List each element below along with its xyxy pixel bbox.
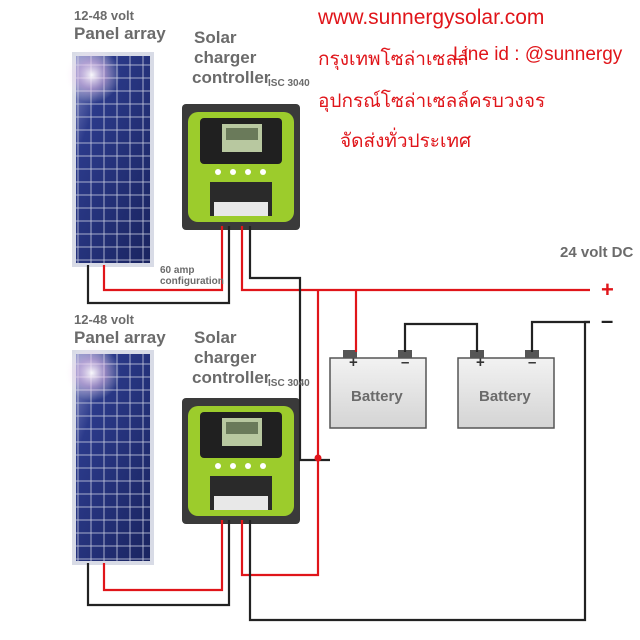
bus-wires <box>240 226 590 622</box>
battery-1 <box>329 350 427 429</box>
battery-2-negative: – <box>528 354 537 371</box>
output-positive-sign: + <box>601 277 614 302</box>
line-id: Line id : @sunnergy <box>453 44 623 65</box>
output-negative-sign: – <box>601 308 614 333</box>
battery-2 <box>457 350 555 429</box>
charge-controller-2 <box>182 398 300 524</box>
thai-tagline-delivery: จัดส่งทั่วประเทศ <box>340 131 472 152</box>
amp-note-line1: 60 amp <box>160 265 195 276</box>
controller-2-title-line1: Solar <box>194 328 237 347</box>
solar-panel-1 <box>64 47 154 267</box>
battery-1-positive: + <box>349 354 358 371</box>
controller-1-title-line2: charger <box>194 48 257 67</box>
battery-1-negative: – <box>401 354 410 371</box>
panel1-wires <box>86 226 231 305</box>
charge-controller-1 <box>182 104 300 230</box>
panel-1-title: Panel array <box>74 24 166 43</box>
controller-1-title-line1: Solar <box>194 28 237 47</box>
thai-tagline-equipment: อุปกรณ์โซล่าเซลล์ครบวงจร <box>318 91 546 112</box>
website-url: www.sunnergysolar.com <box>318 6 545 29</box>
panel-2-voltage: 12-48 volt <box>74 312 134 327</box>
panel-1-voltage: 12-48 volt <box>74 8 134 23</box>
amp-note-line2: configuration <box>160 276 224 287</box>
battery-1-label: Battery <box>351 388 403 405</box>
controller-2-title-line2: charger <box>194 348 257 367</box>
controller-2-title-line3: controller <box>192 368 271 387</box>
output-voltage-label: 24 volt DC <box>560 244 634 261</box>
battery-2-label: Battery <box>479 388 531 405</box>
thai-company-name: กรุงเทพโซล่าเซลล์ <box>318 49 469 70</box>
solar-panel-2 <box>64 345 154 565</box>
controller-2-model: ISC 3040 <box>268 378 310 389</box>
junction-dot <box>314 454 322 462</box>
controller-1-title-line3: controller <box>192 68 271 87</box>
panel2-wires <box>86 520 231 607</box>
panel-2-title: Panel array <box>74 328 166 347</box>
battery-2-positive: + <box>476 354 485 371</box>
controller-1-model: ISC 3040 <box>268 78 310 89</box>
